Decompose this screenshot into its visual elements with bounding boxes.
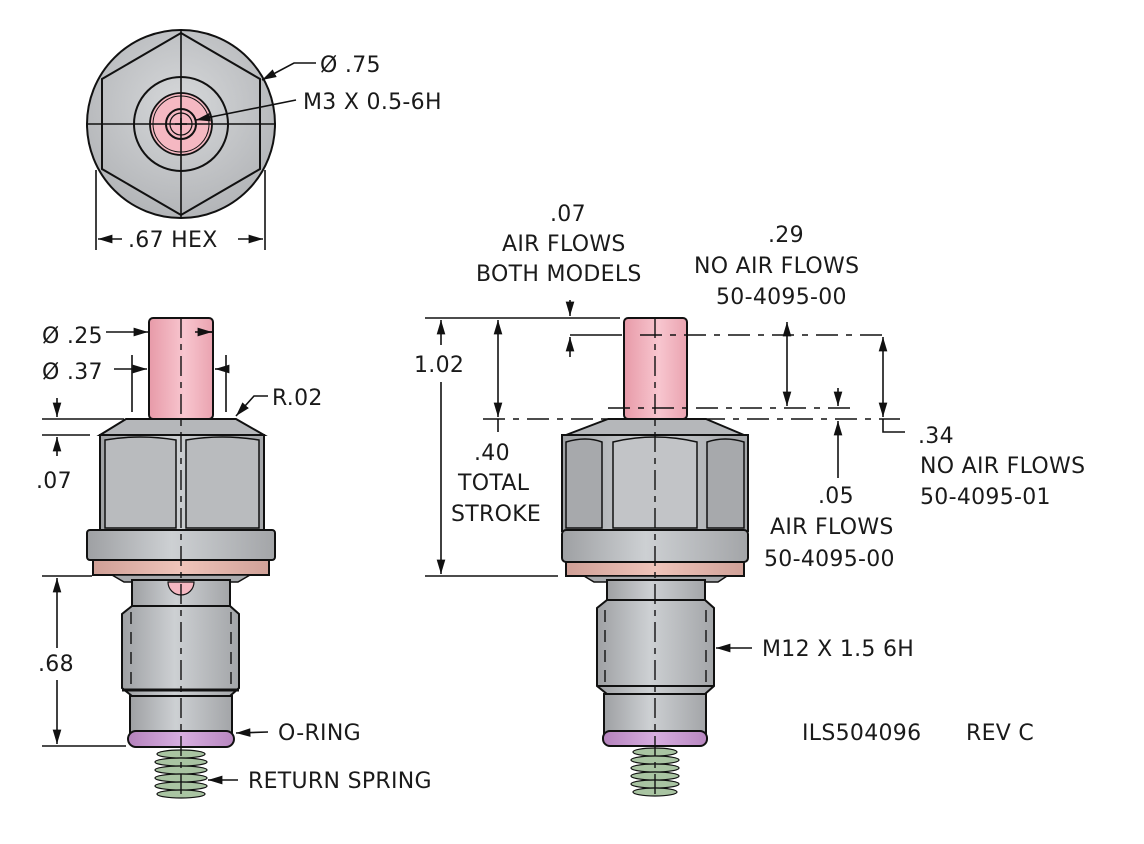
air-flows-both-value: .07: [550, 202, 586, 227]
no-air-00-line1: NO AIR FLOWS: [694, 254, 859, 279]
top-view: Ø .75 M3 X 0.5-6H .67 HEX: [86, 29, 442, 253]
no-air-01-value: .34: [918, 424, 954, 449]
total-stroke-value: .40: [474, 441, 510, 466]
air-flows-00-line2: 50-4095-00: [764, 547, 895, 572]
total-stroke-line1: TOTAL: [457, 471, 530, 496]
no-air-00-value: .29: [768, 223, 804, 248]
plunger-diameter-label: Ø .25: [42, 324, 103, 349]
thread-length-label: .68: [38, 652, 74, 677]
hex-dimension-label: .67 HEX: [128, 228, 218, 253]
no-air-01-line1: NO AIR FLOWS: [920, 454, 1085, 479]
chamfer-height-label: .07: [36, 469, 72, 494]
o-ring-label: O-RING: [278, 721, 361, 746]
no-air-00-line2: 50-4095-00: [716, 285, 847, 310]
total-stroke-line2: STROKE: [451, 502, 541, 527]
m3-thread-label: M3 X 0.5-6H: [303, 90, 442, 115]
revision: REV C: [966, 721, 1034, 746]
top-diameter-label: Ø .75: [320, 53, 381, 78]
m12-thread-label: M12 X 1.5 6H: [762, 637, 914, 662]
air-flows-00-line1: AIR FLOWS: [770, 515, 894, 540]
air-flows-both-line1: AIR FLOWS: [502, 232, 626, 257]
hex-chamfer: [96, 418, 268, 436]
air-flows-00-value: .05: [818, 484, 854, 509]
air-flows-both-line2: BOTH MODELS: [476, 262, 642, 287]
collar-diameter-label: Ø .37: [42, 360, 103, 385]
side-view-left: Ø .25 Ø .37 R.02 .07 .68 O-RING RETURN S…: [36, 317, 432, 800]
no-air-01-line2: 50-4095-01: [920, 485, 1051, 510]
return-spring-label: RETURN SPRING: [248, 769, 432, 794]
overall-height-label: 1.02: [414, 353, 464, 378]
side-view-right: 1.02 .40 TOTAL STROKE .07 AIR FLOWS BOTH…: [414, 202, 1085, 800]
radius-label: R.02: [272, 386, 323, 411]
part-number: ILS504096: [802, 721, 921, 746]
